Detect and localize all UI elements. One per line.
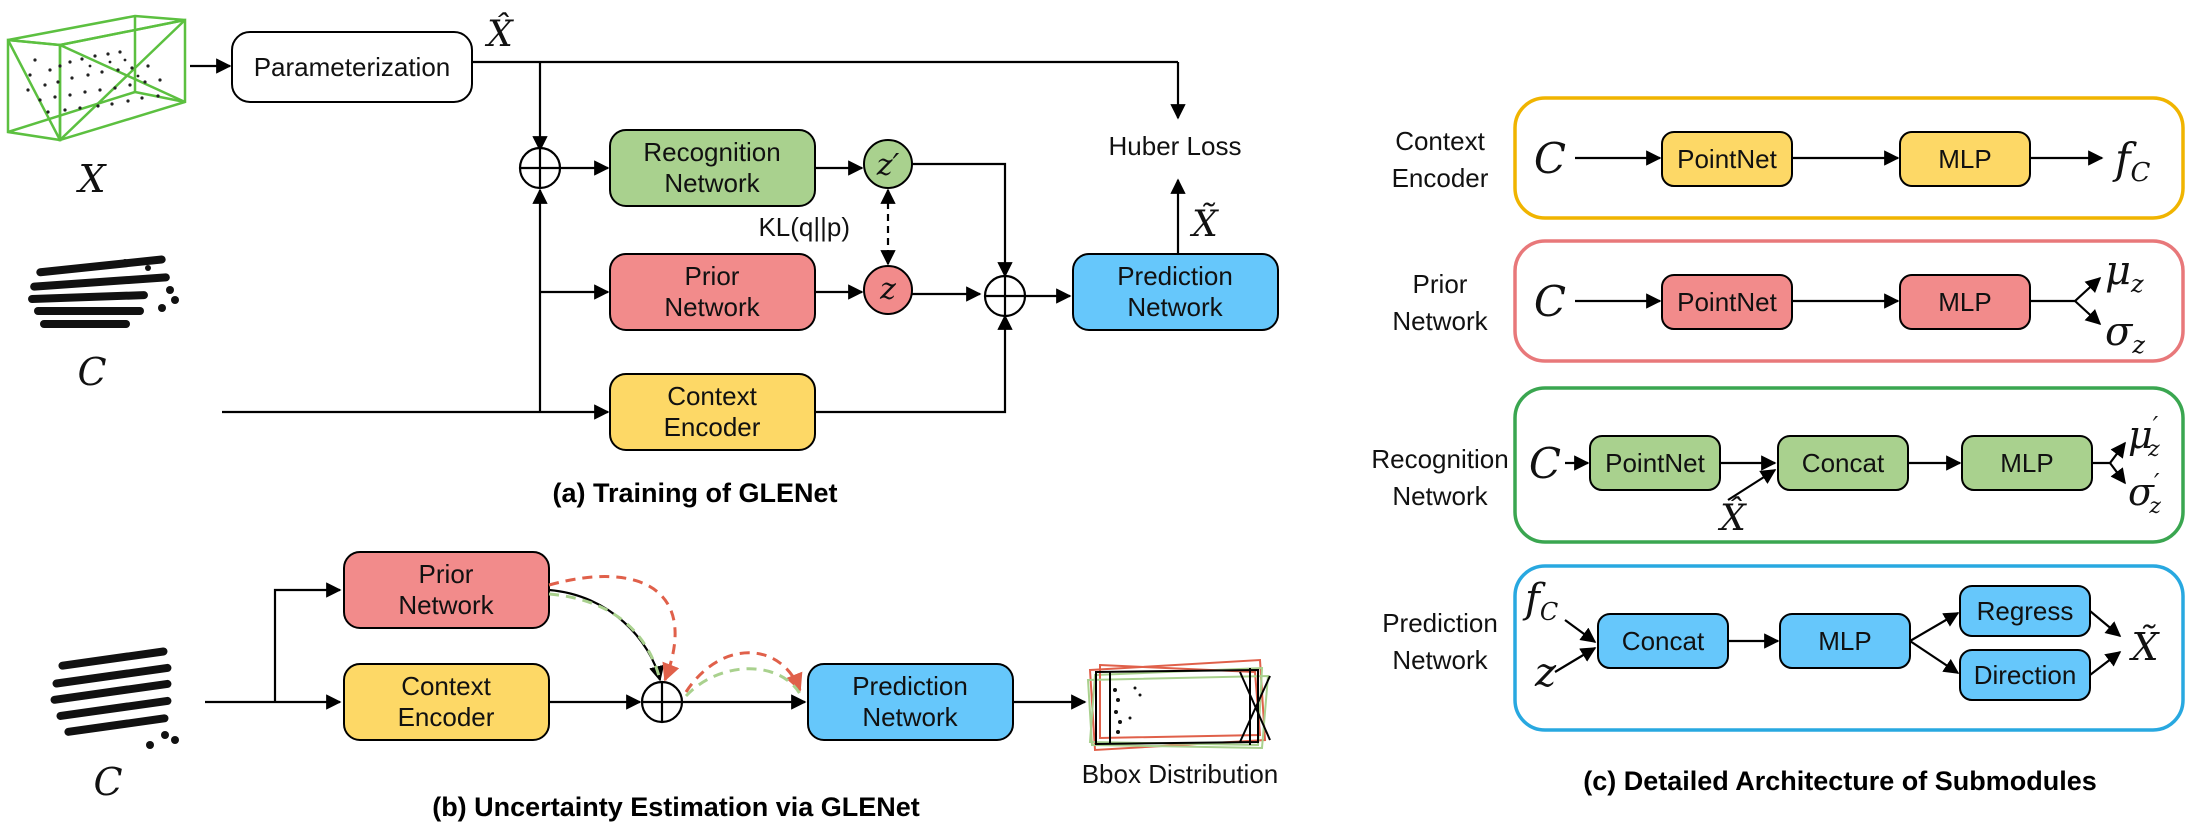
prediction-b-line1: Prediction (852, 671, 968, 701)
c-recognition-label-1: Recognition (1371, 444, 1508, 474)
c-prediction-mlp-label: MLP (1818, 626, 1871, 656)
c-prior-label-2: Network (1392, 306, 1488, 336)
sum-node-2 (983, 274, 1027, 318)
kl-label: KL(q||p) (758, 212, 850, 242)
panel-b-uncertainty: C Prior Network Context Encoder Predicti… (50, 551, 1279, 822)
c-prior-pointnet-label: PointNet (1677, 287, 1777, 317)
xtilde-label: X̃ (1189, 203, 1219, 245)
c-prediction-label-1: Prediction (1382, 608, 1498, 638)
c-recognition-sigma: σ′z (2128, 469, 2161, 519)
c-prior-label-1: Prior (1413, 269, 1468, 299)
c-prior-mu: μz (2105, 248, 2144, 298)
panel-c-submodules: Context Encoder C PointNet MLP fC Prior … (1371, 96, 2185, 796)
huber-loss-label: Huber Loss (1109, 131, 1242, 161)
x-label: X (75, 157, 107, 201)
c-prediction-fc: fC (1522, 576, 1558, 626)
parameterization-box (231, 31, 473, 103)
parameterization-label: Parameterization (254, 52, 451, 82)
panel-a-training: X C Parameterization X̂ (6, 12, 1279, 508)
context-line2: Encoder (664, 412, 761, 442)
panel-a-caption: (a) Training of GLENet (552, 478, 837, 508)
prior-line2: Network (664, 292, 760, 322)
recognition-line1: Recognition (643, 137, 780, 167)
c-prediction-concat-label: Concat (1622, 626, 1705, 656)
prediction-b-line2: Network (862, 702, 958, 732)
c-label: C (77, 350, 106, 394)
c-prediction-regress-label: Regress (1977, 596, 2074, 626)
c-recognition-label-2: Network (1392, 481, 1488, 511)
c-recognition-mu: μ′z (2128, 412, 2160, 462)
sum-node-1 (518, 146, 562, 190)
context-line1: Context (667, 381, 757, 411)
bbox-distribution-label: Bbox Distribution (1082, 759, 1279, 789)
bbox-distribution-icon (1086, 658, 1271, 752)
c-prior-sigma: σz (2105, 309, 2145, 359)
prior-b-line1: Prior (419, 559, 474, 589)
z-node (863, 265, 913, 315)
sum-node-b (640, 680, 684, 724)
c-context-label-1: Context (1395, 126, 1485, 156)
c-prior-mlp-label: MLP (1938, 287, 1991, 317)
xhat-label: X̂ (484, 12, 514, 55)
point-cloud-x-icon (6, 14, 187, 142)
c-prediction-direction-label: Direction (1974, 660, 2077, 690)
prior-line1: Prior (685, 261, 740, 291)
c-context-pointnet-label: PointNet (1677, 144, 1777, 174)
panel-c-caption: (c) Detailed Architecture of Submodules (1583, 766, 2097, 796)
c-prediction-z: z (1534, 650, 1557, 696)
c-context-input: C (1534, 134, 1566, 183)
point-cloud-c-b-icon (50, 647, 179, 749)
c-prediction-xtilde: X̃ (2128, 625, 2160, 669)
c-b-label: C (93, 760, 122, 804)
context-b-line2: Encoder (398, 702, 495, 732)
z-label: z (879, 272, 896, 307)
z-prime-label: z′ (876, 148, 900, 183)
prior-b-line2: Network (398, 590, 494, 620)
c-context-label-2: Encoder (1392, 163, 1489, 193)
recognition-line2: Network (664, 168, 760, 198)
prediction-network-box (1072, 253, 1279, 331)
c-prediction-label-2: Network (1392, 645, 1488, 675)
panel-b-caption: (b) Uncertainty Estimation via GLENet (432, 792, 920, 822)
c-recognition-mlp-label: MLP (2000, 448, 2053, 478)
point-cloud-c-icon (28, 255, 179, 328)
context-b-line1: Context (401, 671, 491, 701)
c-prior-input: C (1534, 277, 1566, 326)
prediction-line1: Prediction (1117, 261, 1233, 291)
c-context-mlp-label: MLP (1938, 144, 1991, 174)
prediction-line2: Network (1127, 292, 1223, 322)
c-recognition-xhat: X̂ (1717, 496, 1747, 539)
c-recognition-input: C (1529, 439, 1561, 488)
c-recognition-pointnet-label: PointNet (1605, 448, 1705, 478)
c-recognition-concat-label: Concat (1802, 448, 1885, 478)
